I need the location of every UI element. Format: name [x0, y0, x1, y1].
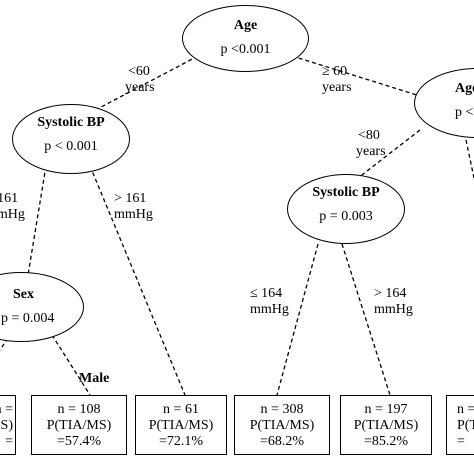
- leaf-box-5: n = 197 P(TIA/MS) =85.2%: [340, 395, 432, 455]
- edge-label-line2: mmHg: [250, 302, 289, 317]
- leaf-probability-value: =57.4%: [56, 434, 102, 449]
- leaf-probability-label: P(TIA/MS): [353, 418, 419, 433]
- node-p-value: p = 0.004: [1, 311, 55, 326]
- leaf-box-3: n = 61 P(TIA/MS) =72.1%: [135, 395, 227, 455]
- edge-label-line2: mmHg: [374, 302, 413, 317]
- leaf-count: n =: [0, 402, 13, 417]
- edge-label-age-lt80: <80 years: [356, 128, 386, 160]
- leaf-box-6: n = P(TIA/MS) =: [446, 395, 474, 455]
- edge-sbp-gt164: [341, 243, 391, 396]
- node-title: Sex: [13, 287, 34, 302]
- edge-label-line1: <80: [358, 128, 380, 143]
- edge-label-sbp-le161: ≤ 161 mmHg: [0, 191, 25, 223]
- edge-label-line2: years: [356, 144, 386, 159]
- edge-label-line2: years: [125, 80, 155, 95]
- leaf-box-2: n = 108 P(TIA/MS) =57.4%: [31, 395, 127, 455]
- edge-label-sbp-gt164: > 164 mmHg: [374, 286, 413, 318]
- leaf-probability-label: P(TIA/MS): [0, 418, 13, 433]
- edge-label-line2: years: [322, 80, 352, 95]
- node-title: Age: [455, 81, 474, 96]
- edge-label-line1: > 164: [374, 286, 407, 301]
- leaf-count: n =: [457, 402, 474, 417]
- edge-age-lt60: [83, 55, 199, 117]
- leaf-probability-label: P(TIA/MS): [148, 418, 214, 433]
- node-title: Age: [233, 18, 258, 33]
- edge-label-line1: ≤ 164: [250, 286, 283, 301]
- node-p-value: p <0.001: [220, 42, 271, 57]
- leaf-probability-value: =: [457, 434, 465, 449]
- leaf-count: n = 308: [260, 402, 304, 417]
- node-title: Systolic BP: [312, 185, 380, 200]
- leaf-probability-value: =72.1%: [158, 434, 204, 449]
- node-p-value: p <0.001: [455, 105, 474, 120]
- node-age-root: Age p <0.001: [182, 5, 309, 72]
- edge-label-line1: ≥ 60: [322, 64, 348, 79]
- edge-label-line1: <60: [128, 64, 150, 79]
- edge-age-ge60: [291, 55, 421, 97]
- leaf-count: n = 61: [163, 402, 199, 417]
- edge-label-line2: mmHg: [0, 207, 25, 222]
- node-p-value: p = 0.003: [319, 209, 373, 224]
- edge-age-right-down: [465, 139, 474, 179]
- node-systolic-bp-left: Systolic BP p < 0.001: [12, 104, 130, 174]
- edge-label-age-ge60: ≥ 60 years: [322, 64, 352, 96]
- leaf-probability-value: =68.2%: [259, 434, 305, 449]
- edge-label-line1: > 161: [114, 191, 147, 206]
- edge-label-age-lt60: <60 years: [125, 64, 155, 96]
- edge-label-line1: ≤ 161: [0, 191, 19, 206]
- leaf-count: n = 108: [57, 402, 101, 417]
- leaf-probability-label: P(TIA/MS): [457, 418, 474, 433]
- edge-sbp-gt161: [89, 165, 186, 396]
- leaf-count: n = 197: [364, 402, 408, 417]
- leaf-probability-label: P(TIA/MS): [249, 418, 315, 433]
- leaf-box-4: n = 308 P(TIA/MS) =68.2%: [234, 395, 330, 455]
- edge-label-sbp-le164: ≤ 164 mmHg: [250, 286, 289, 318]
- edge-age-lt80: [357, 129, 421, 179]
- node-systolic-bp-right: Systolic BP p = 0.003: [287, 174, 405, 244]
- node-title: Systolic BP: [37, 115, 105, 130]
- leaf-probability-value: =85.2%: [363, 434, 409, 449]
- edge-label-sbp-gt161: > 161 mmHg: [114, 191, 153, 223]
- edge-label-line1: Male: [79, 371, 110, 386]
- edge-label-line2: mmHg: [114, 207, 153, 222]
- leaf-box-1: n = P(TIA/MS) =: [0, 395, 16, 455]
- node-p-value: p < 0.001: [44, 139, 98, 154]
- edge-sex-male: [51, 334, 91, 396]
- edge-sbp-le161: [27, 165, 47, 276]
- edge-label-male: Male: [79, 371, 109, 387]
- leaf-probability-value: =: [5, 434, 13, 449]
- edge-sbp-le164: [276, 243, 319, 396]
- leaf-probability-label: P(TIA/MS): [46, 418, 112, 433]
